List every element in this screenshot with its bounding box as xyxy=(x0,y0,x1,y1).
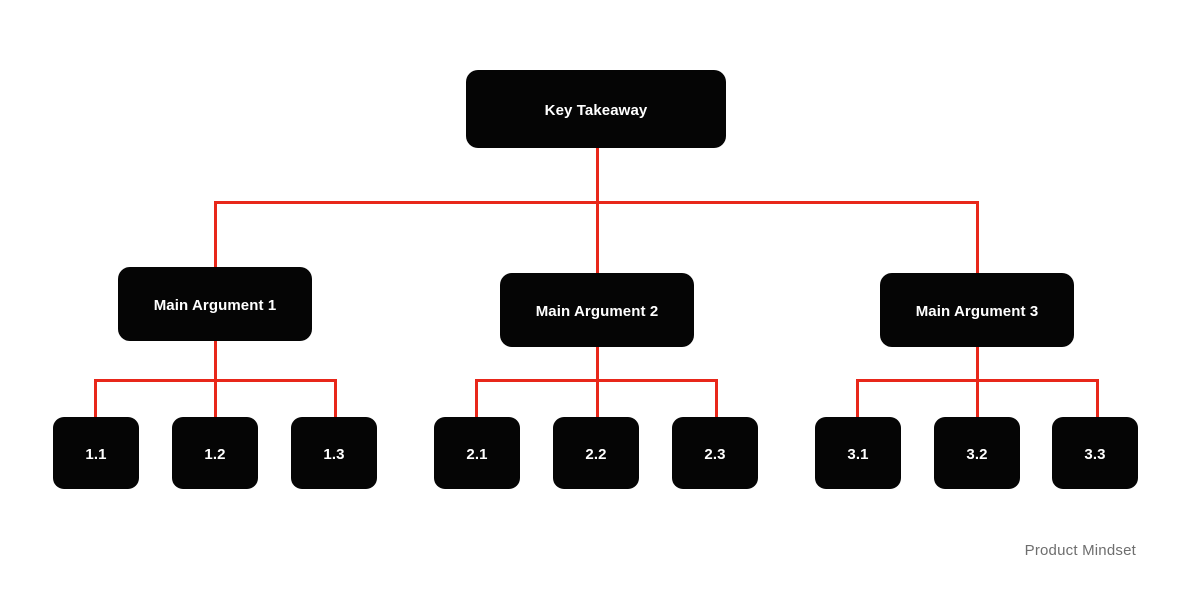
connector-leaf-3-1 xyxy=(856,379,859,421)
connector-root-stem xyxy=(596,147,599,203)
node-root-label: Key Takeaway xyxy=(544,101,648,119)
connector-branch2-stem xyxy=(596,347,599,383)
node-leaf-2-2-label: 2.2 xyxy=(585,445,607,463)
node-leaf-3-1[interactable]: 3.1 xyxy=(815,417,901,489)
node-root[interactable]: Key Takeaway xyxy=(466,70,726,148)
connector-leaf-2-2 xyxy=(596,379,599,421)
node-leaf-1-2-label: 1.2 xyxy=(204,445,226,463)
connector-leaf-3-3 xyxy=(1096,379,1099,421)
connector-branch3-stem xyxy=(976,347,979,383)
node-leaf-1-1-label: 1.1 xyxy=(85,445,107,463)
node-leaf-2-2[interactable]: 2.2 xyxy=(553,417,639,489)
node-main-argument-3[interactable]: Main Argument 3 xyxy=(880,273,1074,347)
node-main-argument-1-label: Main Argument 1 xyxy=(153,296,277,314)
node-leaf-1-3-label: 1.3 xyxy=(323,445,345,463)
node-leaf-3-3[interactable]: 3.3 xyxy=(1052,417,1138,489)
node-leaf-3-2-label: 3.2 xyxy=(966,445,988,463)
node-leaf-3-3-label: 3.3 xyxy=(1084,445,1106,463)
node-main-argument-3-label: Main Argument 3 xyxy=(915,302,1039,320)
node-leaf-2-1-label: 2.1 xyxy=(466,445,488,463)
node-leaf-2-1[interactable]: 2.1 xyxy=(434,417,520,489)
node-main-argument-2-label: Main Argument 2 xyxy=(535,302,659,320)
node-leaf-1-3[interactable]: 1.3 xyxy=(291,417,377,489)
node-main-argument-1[interactable]: Main Argument 1 xyxy=(118,267,312,341)
connector-leaf-3-2 xyxy=(976,379,979,421)
connector-leaf-2-3 xyxy=(715,379,718,421)
node-leaf-1-1[interactable]: 1.1 xyxy=(53,417,139,489)
node-leaf-3-1-label: 3.1 xyxy=(847,445,869,463)
node-leaf-1-2[interactable]: 1.2 xyxy=(172,417,258,489)
connector-leaf-2-1 xyxy=(475,379,478,421)
node-leaf-2-3-label: 2.3 xyxy=(704,445,726,463)
connector-branch3-drop xyxy=(976,201,979,279)
connector-branch1-drop xyxy=(214,201,217,273)
node-leaf-2-3[interactable]: 2.3 xyxy=(672,417,758,489)
node-main-argument-2[interactable]: Main Argument 2 xyxy=(500,273,694,347)
connector-branch1-stem xyxy=(214,341,217,383)
connector-leaf-1-2 xyxy=(214,379,217,421)
connector-branch2-drop xyxy=(596,201,599,279)
connector-leaf-1-1 xyxy=(94,379,97,421)
connector-leaf-1-3 xyxy=(334,379,337,421)
attribution-label: Product Mindset xyxy=(1024,542,1136,559)
node-leaf-3-2[interactable]: 3.2 xyxy=(934,417,1020,489)
